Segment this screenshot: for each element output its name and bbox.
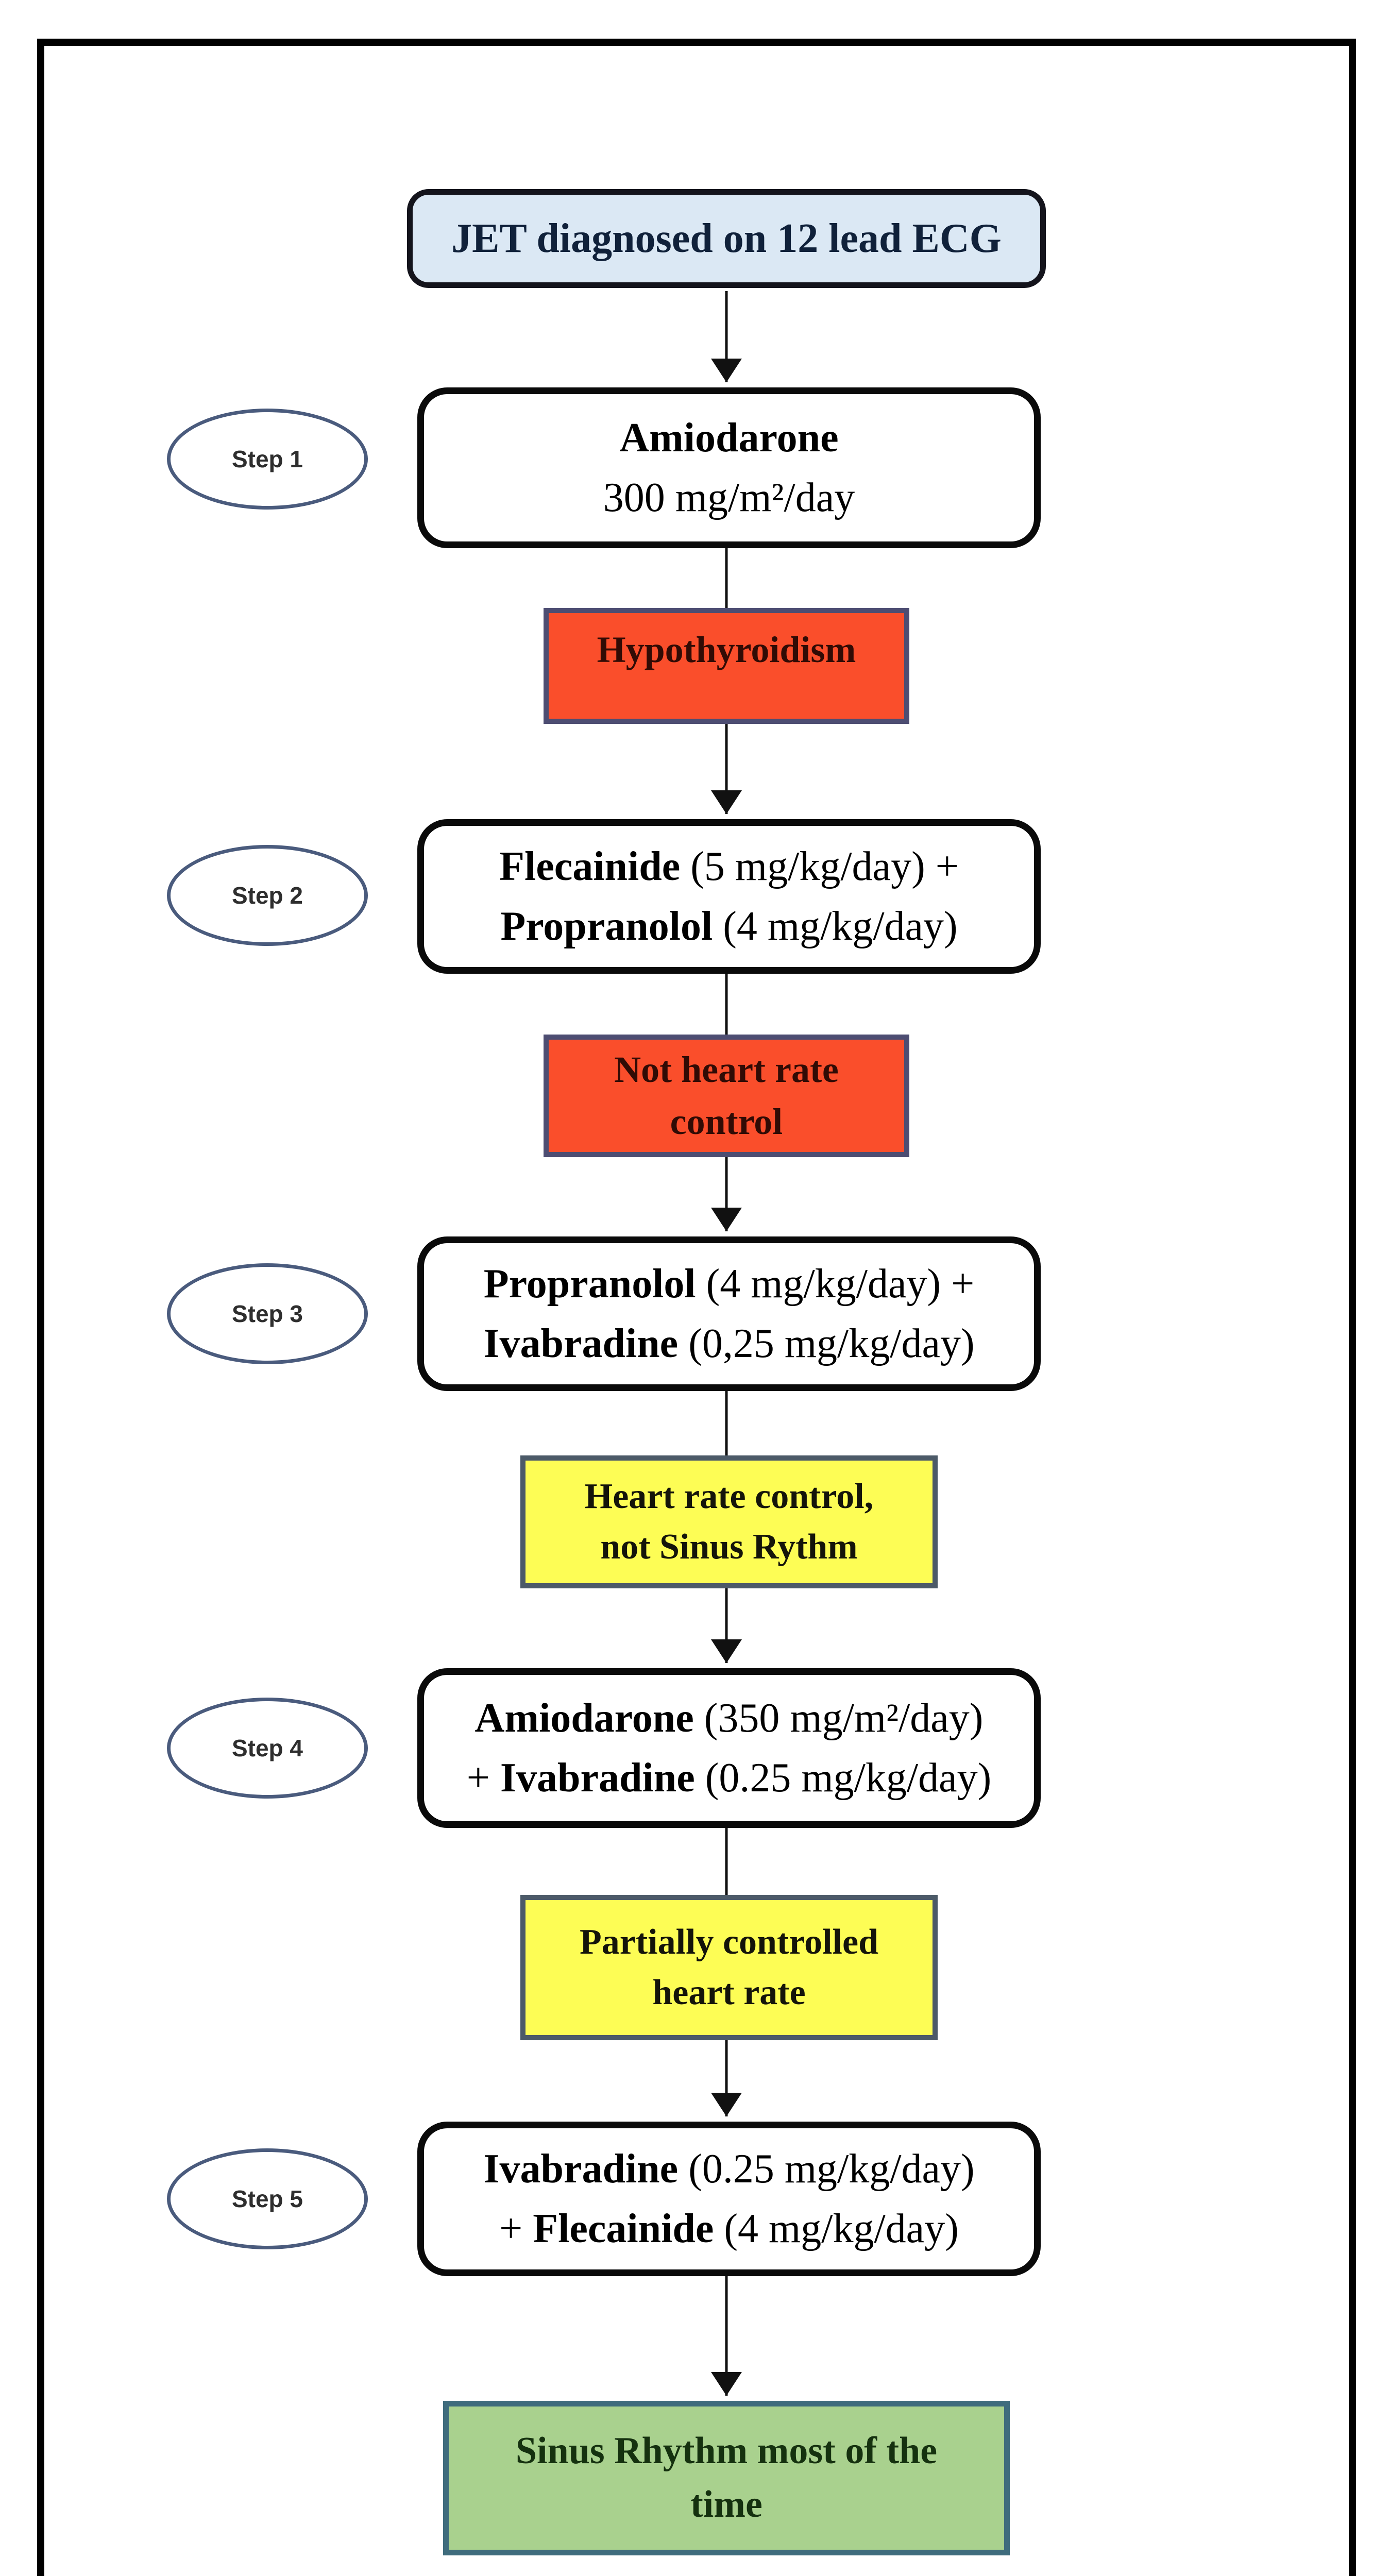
text-line: Ivabradine (0,25 mg/kg/day)	[483, 1314, 974, 1374]
text-segment: JET diagnosed on 12 lead ECG	[451, 216, 1002, 261]
text-line: Propranolol (4 mg/kg/day)	[500, 896, 957, 956]
text-segment: Flecainide	[499, 844, 681, 889]
step-5-label: Step 5	[231, 2185, 303, 2212]
text-line: Amiodarone (350 mg/m²/day)	[475, 1688, 984, 1748]
text-line: Hypothyroidism	[597, 624, 856, 676]
text-line: 300 mg/m²/day	[603, 468, 855, 528]
step-5-oval: Step 5	[167, 2148, 368, 2249]
text-segment: (0.25 mg/kg/day)	[678, 2146, 975, 2192]
text-line: Heart rate control,	[585, 1471, 873, 1522]
outcome-partially-controlled-heart-rate: Partially controlled heart rate	[520, 1895, 938, 2040]
text-line: + Flecainide (4 mg/kg/day)	[499, 2199, 959, 2259]
text-line: heart rate	[652, 1968, 805, 2018]
text-line: control	[670, 1096, 783, 1148]
text-segment: Not heart rate	[614, 1049, 839, 1091]
text-segment: Amiodarone	[619, 415, 839, 461]
text-segment: (4 mg/kg/day) +	[696, 1261, 975, 1307]
outcome-sinus-rhythm-most-of-the-time: Sinus Rhythm most of the time	[443, 2401, 1010, 2555]
text-segment: control	[670, 1101, 783, 1142]
text-line: Amiodarone	[619, 408, 838, 468]
text-segment: not Sinus Rythm	[600, 1527, 858, 1567]
text-line: + Ivabradine (0.25 mg/kg/day)	[467, 1748, 991, 1808]
outcome-heart-rate-control-not-sinus-rythm: Heart rate control, not Sinus Rythm	[520, 1455, 938, 1588]
step-2-box: Flecainide (5 mg/kg/day) +Propranolol (4…	[417, 819, 1041, 974]
text-segment: (350 mg/m²/day)	[693, 1696, 984, 1741]
text-line: Not heart rate	[614, 1044, 839, 1096]
text-line: Partially controlled	[580, 1917, 878, 1968]
text-segment: Heart rate control,	[584, 1477, 874, 1516]
text-segment: Hypothyroidism	[597, 629, 856, 671]
text-segment: (4 mg/kg/day)	[713, 904, 958, 949]
text-segment: +	[466, 1755, 500, 1801]
text-line: Flecainide (5 mg/kg/day) +	[499, 837, 959, 896]
step-2-oval: Step 2	[167, 845, 368, 946]
text-segment: Ivabradine	[483, 2146, 679, 2192]
text-segment: heart rate	[652, 1973, 806, 2012]
outer-frame	[37, 39, 1356, 2576]
text-line: JET diagnosed on 12 lead ECG	[451, 214, 1002, 263]
text-segment: 300 mg/m²/day	[603, 475, 855, 520]
outcome-hypothyroidism: Hypothyroidism	[544, 608, 909, 724]
text-line: Sinus Rhythm most of the	[516, 2425, 937, 2478]
text-segment: Propranolol	[500, 904, 713, 949]
text-segment: Flecainide	[533, 2206, 714, 2251]
start-node-jet-diagnosed: JET diagnosed on 12 lead ECG	[407, 189, 1046, 288]
step-1-label: Step 1	[231, 446, 303, 472]
text-segment: (0.25 mg/kg/day)	[694, 1755, 992, 1801]
step-4-oval: Step 4	[167, 1698, 368, 1799]
outcome-not-heart-rate-control: Not heart rate control	[544, 1035, 909, 1157]
step-5-box: Ivabradine (0.25 mg/kg/day)+ Flecainide …	[417, 2122, 1041, 2276]
text-segment: time	[690, 2483, 762, 2526]
text-segment: Ivabradine	[500, 1755, 695, 1801]
step-4-box: Amiodarone (350 mg/m²/day)+ Ivabradine (…	[417, 1668, 1041, 1828]
text-line: Propranolol (4 mg/kg/day) +	[484, 1254, 974, 1314]
step-3-label: Step 3	[231, 1300, 303, 1327]
text-segment: Partially controlled	[580, 1922, 878, 1962]
text-segment: (5 mg/kg/day) +	[680, 844, 959, 889]
text-line: Ivabradine (0.25 mg/kg/day)	[483, 2139, 974, 2199]
text-line: not Sinus Rythm	[600, 1522, 857, 1572]
text-segment: (0,25 mg/kg/day)	[678, 1321, 975, 1366]
step-1-box: Amiodarone 300 mg/m²/day	[417, 387, 1041, 548]
text-segment: Propranolol	[483, 1261, 696, 1307]
text-segment: (4 mg/kg/day)	[714, 2206, 959, 2251]
text-segment: Sinus Rhythm most of the	[515, 2430, 938, 2472]
text-segment: Ivabradine	[483, 1321, 679, 1366]
step-2-label: Step 2	[231, 882, 303, 909]
text-segment: +	[499, 2206, 533, 2251]
step-1-oval: Step 1	[167, 409, 368, 510]
text-segment: Amiodarone	[474, 1696, 694, 1741]
step-3-oval: Step 3	[167, 1263, 368, 1364]
text-line: time	[690, 2478, 762, 2532]
step-3-box: Propranolol (4 mg/kg/day) +Ivabradine (0…	[417, 1236, 1041, 1391]
step-4-label: Step 4	[231, 1735, 303, 1761]
